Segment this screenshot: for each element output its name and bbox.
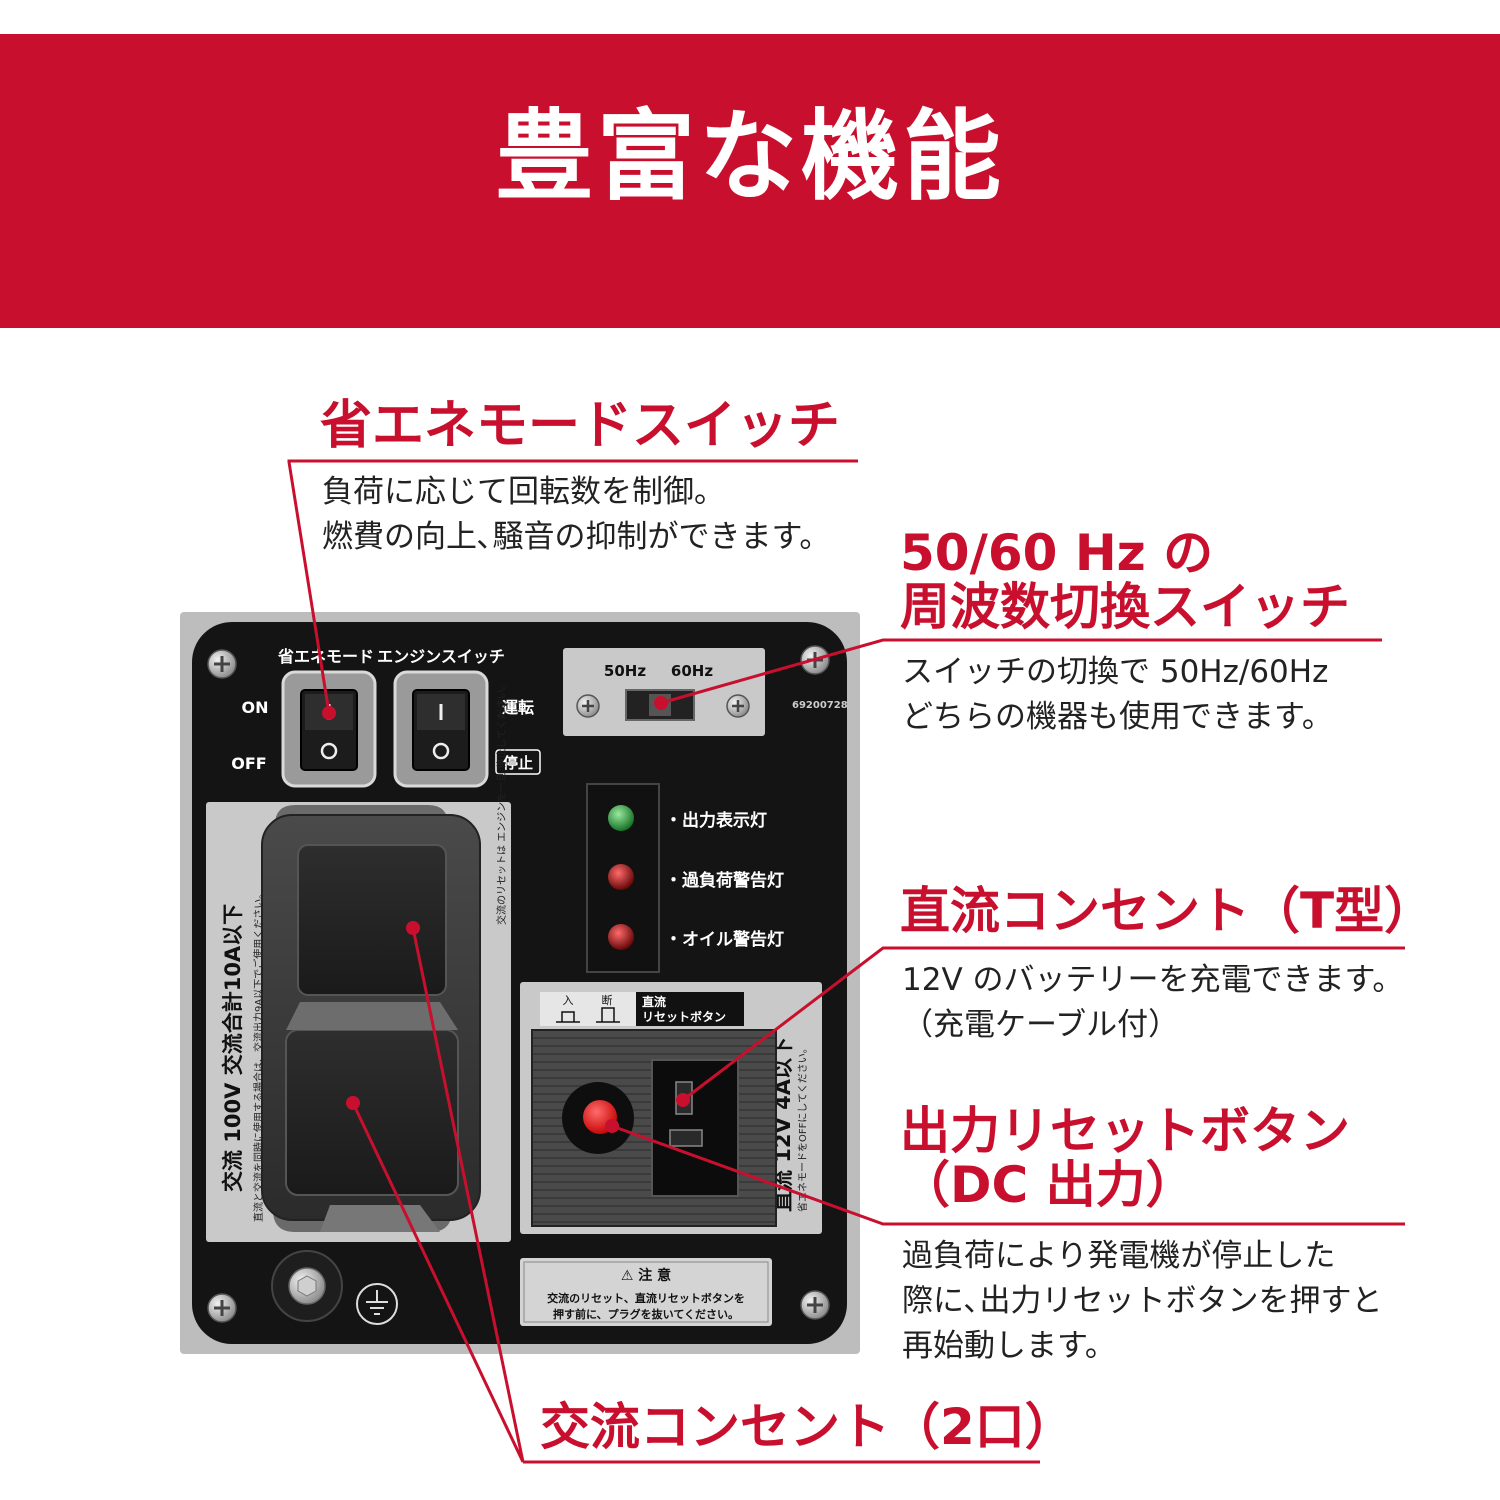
callout-dc-outlet-line-2: （充電ケーブル付） <box>902 1006 1180 1043</box>
callout-dc-outlet-title: 直流コンセント（T型） <box>900 882 1435 940</box>
overload-lamp-red <box>608 864 634 890</box>
ac-reset-note: 交流のリセットは エンジンを一旦 停止してください。 <box>495 679 508 925</box>
callout-reset-title: 出力リセットボタン （DC 出力） <box>900 1104 1350 1212</box>
engine-switch-label: エンジンスイッチ <box>377 647 505 666</box>
caution-line-2: 押す前に、プラグを抜いてください。 <box>553 1307 739 1321</box>
callout-dc-outlet-line-1: 12V のバッテリーを充電できます。 <box>902 962 1404 998</box>
on-label: ON <box>242 698 269 717</box>
callout-reset-line-3: 再始動します。 <box>902 1327 1116 1364</box>
lamp-overload-label: ・過負荷警告灯 <box>665 870 784 891</box>
oil-lamp-red <box>608 924 634 950</box>
output-lamp-green <box>608 805 634 831</box>
dc-off-label: 断 <box>602 993 613 1007</box>
callout-freq-line-1: スイッチの切換で 50Hz/60Hz <box>902 654 1329 690</box>
screw-icon <box>726 694 750 718</box>
dc-on-label: 入 <box>563 994 574 1007</box>
stop-label-box <box>495 749 541 775</box>
run-label: 運転 <box>502 698 534 717</box>
dc-reset-label-1: 直流 <box>642 994 666 1009</box>
dc-socket <box>651 1059 739 1197</box>
callout-ac-outlet-title: 交流コンセント（2口） <box>540 1398 1075 1456</box>
callout-reset-line-1: 過負荷により発電機が停止した <box>902 1238 1336 1274</box>
ac-outlet-cap-upper <box>297 844 447 996</box>
callout-freq-title: 50/60 Hz の 周波数切換スイッチ <box>900 526 1350 634</box>
callout-dc-outlet-desc: 12V のバッテリーを充電できます。 （充電ケーブル付） <box>902 958 1403 1048</box>
callout-reset-title-2: （DC 出力） <box>900 1156 1196 1214</box>
page-title: 豊富な機能 <box>494 100 1005 214</box>
leader-ac-upper <box>411 927 525 1463</box>
callout-eco-line-2: 燃費の向上､騒音の抑制ができます。 <box>322 518 831 555</box>
screw-icon <box>576 694 600 718</box>
screw-icon <box>800 1290 830 1320</box>
leader-eco <box>287 459 858 714</box>
callout-eco-title: 省エネモードスイッチ <box>320 396 841 456</box>
caution-title: ⚠ 注 意 <box>621 1267 671 1284</box>
callout-eco-desc: 負荷に応じて回転数を制御。 燃費の向上､騒音の抑制ができます。 <box>322 470 830 560</box>
dc-outlet-housing <box>531 1029 777 1227</box>
callout-freq-title-1: 50/60 Hz の <box>900 524 1214 582</box>
header-banner <box>0 34 1500 328</box>
hz60-label: 60Hz <box>671 662 713 680</box>
indicator-lamp-panel <box>586 783 660 973</box>
ground-icon <box>356 1283 398 1325</box>
callout-eco-line-1: 負荷に応じて回転数を制御。 <box>322 474 725 510</box>
callout-reset-title-1: 出力リセットボタン <box>900 1102 1350 1160</box>
frequency-switch-plate: 50Hz 60Hz <box>563 648 765 736</box>
eco-switch-label: 省エネモード <box>277 647 374 666</box>
hz50-label: 50Hz <box>604 662 646 680</box>
ac-rating-label: 交流 100V 交流合計10A以下 <box>221 904 245 1192</box>
leader-dc-outlet <box>682 946 1405 1102</box>
dc-note-label: 省エネモードをOFFにしてください。 <box>796 1043 809 1212</box>
lamp-output-label: ・出力表示灯 <box>665 810 767 831</box>
callout-freq-desc: スイッチの切換で 50Hz/60Hz どちらの機器も使用できます。 <box>902 650 1333 740</box>
caution-plate <box>520 1258 772 1326</box>
screw-icon <box>207 1293 237 1323</box>
lamp-oil-label: ・オイル警告灯 <box>665 929 784 950</box>
off-label: OFF <box>231 754 266 773</box>
dc-reset-label-2: リセットボタン <box>642 1009 726 1024</box>
stop-label: 停止 <box>503 754 533 772</box>
screw-icon <box>207 649 237 679</box>
serial-number: 69200728 <box>792 700 848 711</box>
ground-terminal <box>271 1250 343 1322</box>
callout-reset-line-2: 際に､出力リセットボタンを押すと <box>902 1282 1383 1319</box>
engine-switch <box>393 670 489 788</box>
callout-freq-line-2: どちらの機器も使用できます。 <box>902 698 1333 735</box>
callout-reset-desc: 過負荷により発電機が停止した 際に､出力リセットボタンを押すと 再始動します。 <box>902 1234 1383 1369</box>
leader-freq <box>660 638 1382 705</box>
callout-freq-title-2: 周波数切換スイッチ <box>900 578 1350 636</box>
ac-outlet-cap-lower <box>285 1029 459 1196</box>
ac-outlet-cover <box>261 805 481 1232</box>
leader-reset <box>611 1124 1405 1226</box>
caution-line-1: 交流のリセット、直流リセットボタンを <box>547 1291 745 1305</box>
leader-ac-lower <box>351 1102 525 1463</box>
eco-mode-switch <box>281 670 377 788</box>
